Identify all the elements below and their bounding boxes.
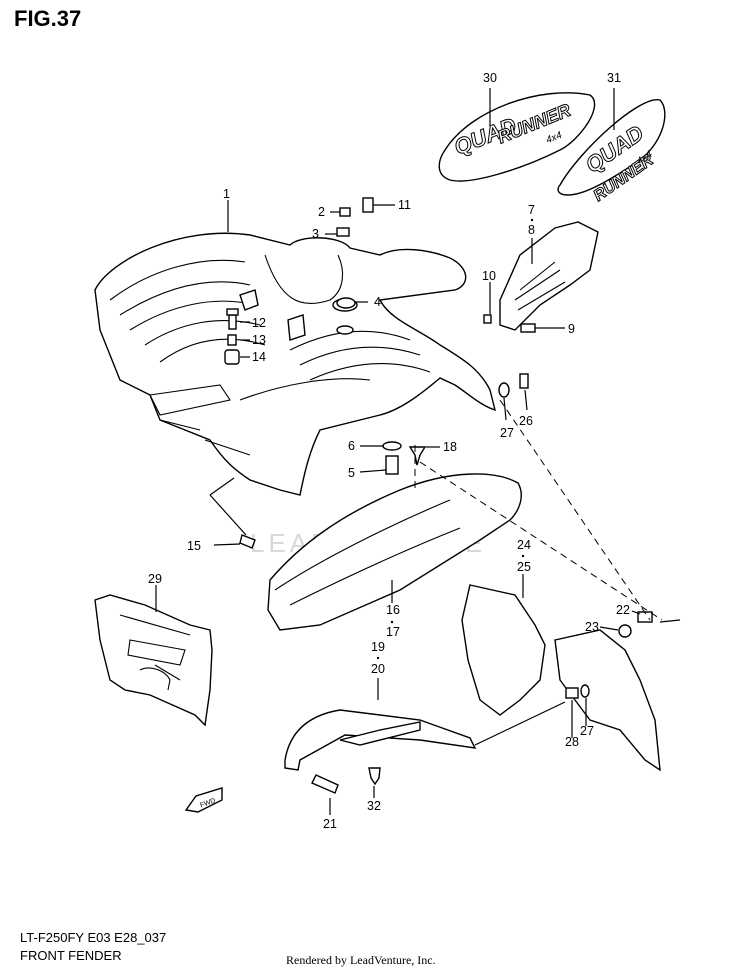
callout-18: 18: [443, 440, 457, 454]
washer-27-upper: [498, 382, 510, 398]
fender-brackets: [239, 289, 306, 341]
mud-flap-left: [461, 584, 546, 716]
callout-27-lower: 27: [580, 724, 594, 738]
bolt-21: [311, 774, 339, 794]
emblem-quad-runner-right: QUAD RUNNER 4x4: [557, 99, 666, 205]
callout-21: 21: [323, 817, 337, 831]
callout-17: 17: [386, 625, 400, 639]
callout-9: 9: [568, 322, 575, 336]
screw-15: [239, 534, 256, 549]
nut-28: [565, 687, 579, 699]
callout-dots: [376, 218, 534, 660]
callout-29: 29: [148, 572, 162, 586]
callout-5: 5: [348, 466, 355, 480]
callout-11: 11: [398, 198, 411, 212]
callout-16: 16: [386, 603, 400, 617]
callout-32: 32: [367, 799, 381, 813]
collar-13: [227, 334, 237, 346]
callout-13: 13: [252, 333, 266, 347]
callouts: 1 2 3 4 5 6 7 8 9 10 11 12 13 14 15 16 1…: [148, 71, 630, 831]
figure-title: FIG.37: [14, 6, 82, 31]
front-fender-main: [94, 232, 496, 496]
callout-7: 7: [528, 203, 535, 217]
section-name: FRONT FENDER: [20, 948, 122, 963]
washer-27-lower: [580, 684, 590, 698]
screw-10: [483, 314, 492, 324]
grommet-4: [336, 297, 356, 309]
callout-27-upper: 27: [500, 426, 514, 440]
callout-31: 31: [607, 71, 621, 85]
clip-32: [368, 767, 381, 786]
rendered-by-credit: Rendered by LeadVenture, Inc.: [286, 953, 436, 967]
callout-8: 8: [528, 223, 535, 237]
callout-2: 2: [318, 205, 325, 219]
bolt-9: [520, 323, 536, 333]
front-fender-inner: [267, 473, 522, 631]
mud-guard-right: [499, 221, 599, 331]
callout-1: 1: [223, 187, 230, 201]
front-panel-29: [94, 594, 213, 727]
callout-6: 6: [348, 439, 355, 453]
callout-28: 28: [565, 735, 579, 749]
bolt-12: [226, 308, 239, 330]
model-code: LT-F250FY E03 E28_037: [20, 930, 167, 945]
screw-18: [408, 446, 427, 466]
callout-10: 10: [482, 269, 496, 283]
callout-19: 19: [371, 640, 385, 654]
forward-arrow-icon: FWD: [184, 787, 223, 813]
bolt-11: [362, 197, 374, 213]
callout-30: 30: [483, 71, 497, 85]
bolt-2: [339, 207, 351, 217]
leader-lines: [155, 88, 681, 815]
callout-24: 24: [517, 538, 531, 552]
callout-26: 26: [519, 414, 533, 428]
mud-guard-lower: [554, 629, 661, 772]
washer-6: [382, 441, 402, 451]
cushion-14: [224, 349, 240, 365]
fender-bracket: [284, 709, 477, 771]
callout-14: 14: [252, 350, 266, 364]
bolt-5: [385, 455, 399, 475]
callout-25: 25: [517, 560, 531, 574]
callout-23: 23: [585, 620, 599, 634]
callout-12: 12: [252, 316, 266, 330]
callout-15: 15: [187, 539, 201, 553]
callout-3: 3: [312, 227, 319, 241]
clip-3: [336, 227, 350, 237]
callout-4: 4: [374, 295, 381, 309]
callout-20: 20: [371, 662, 385, 676]
washer-23: [618, 624, 632, 638]
bolt-26: [519, 373, 529, 389]
callout-22: 22: [616, 603, 630, 617]
